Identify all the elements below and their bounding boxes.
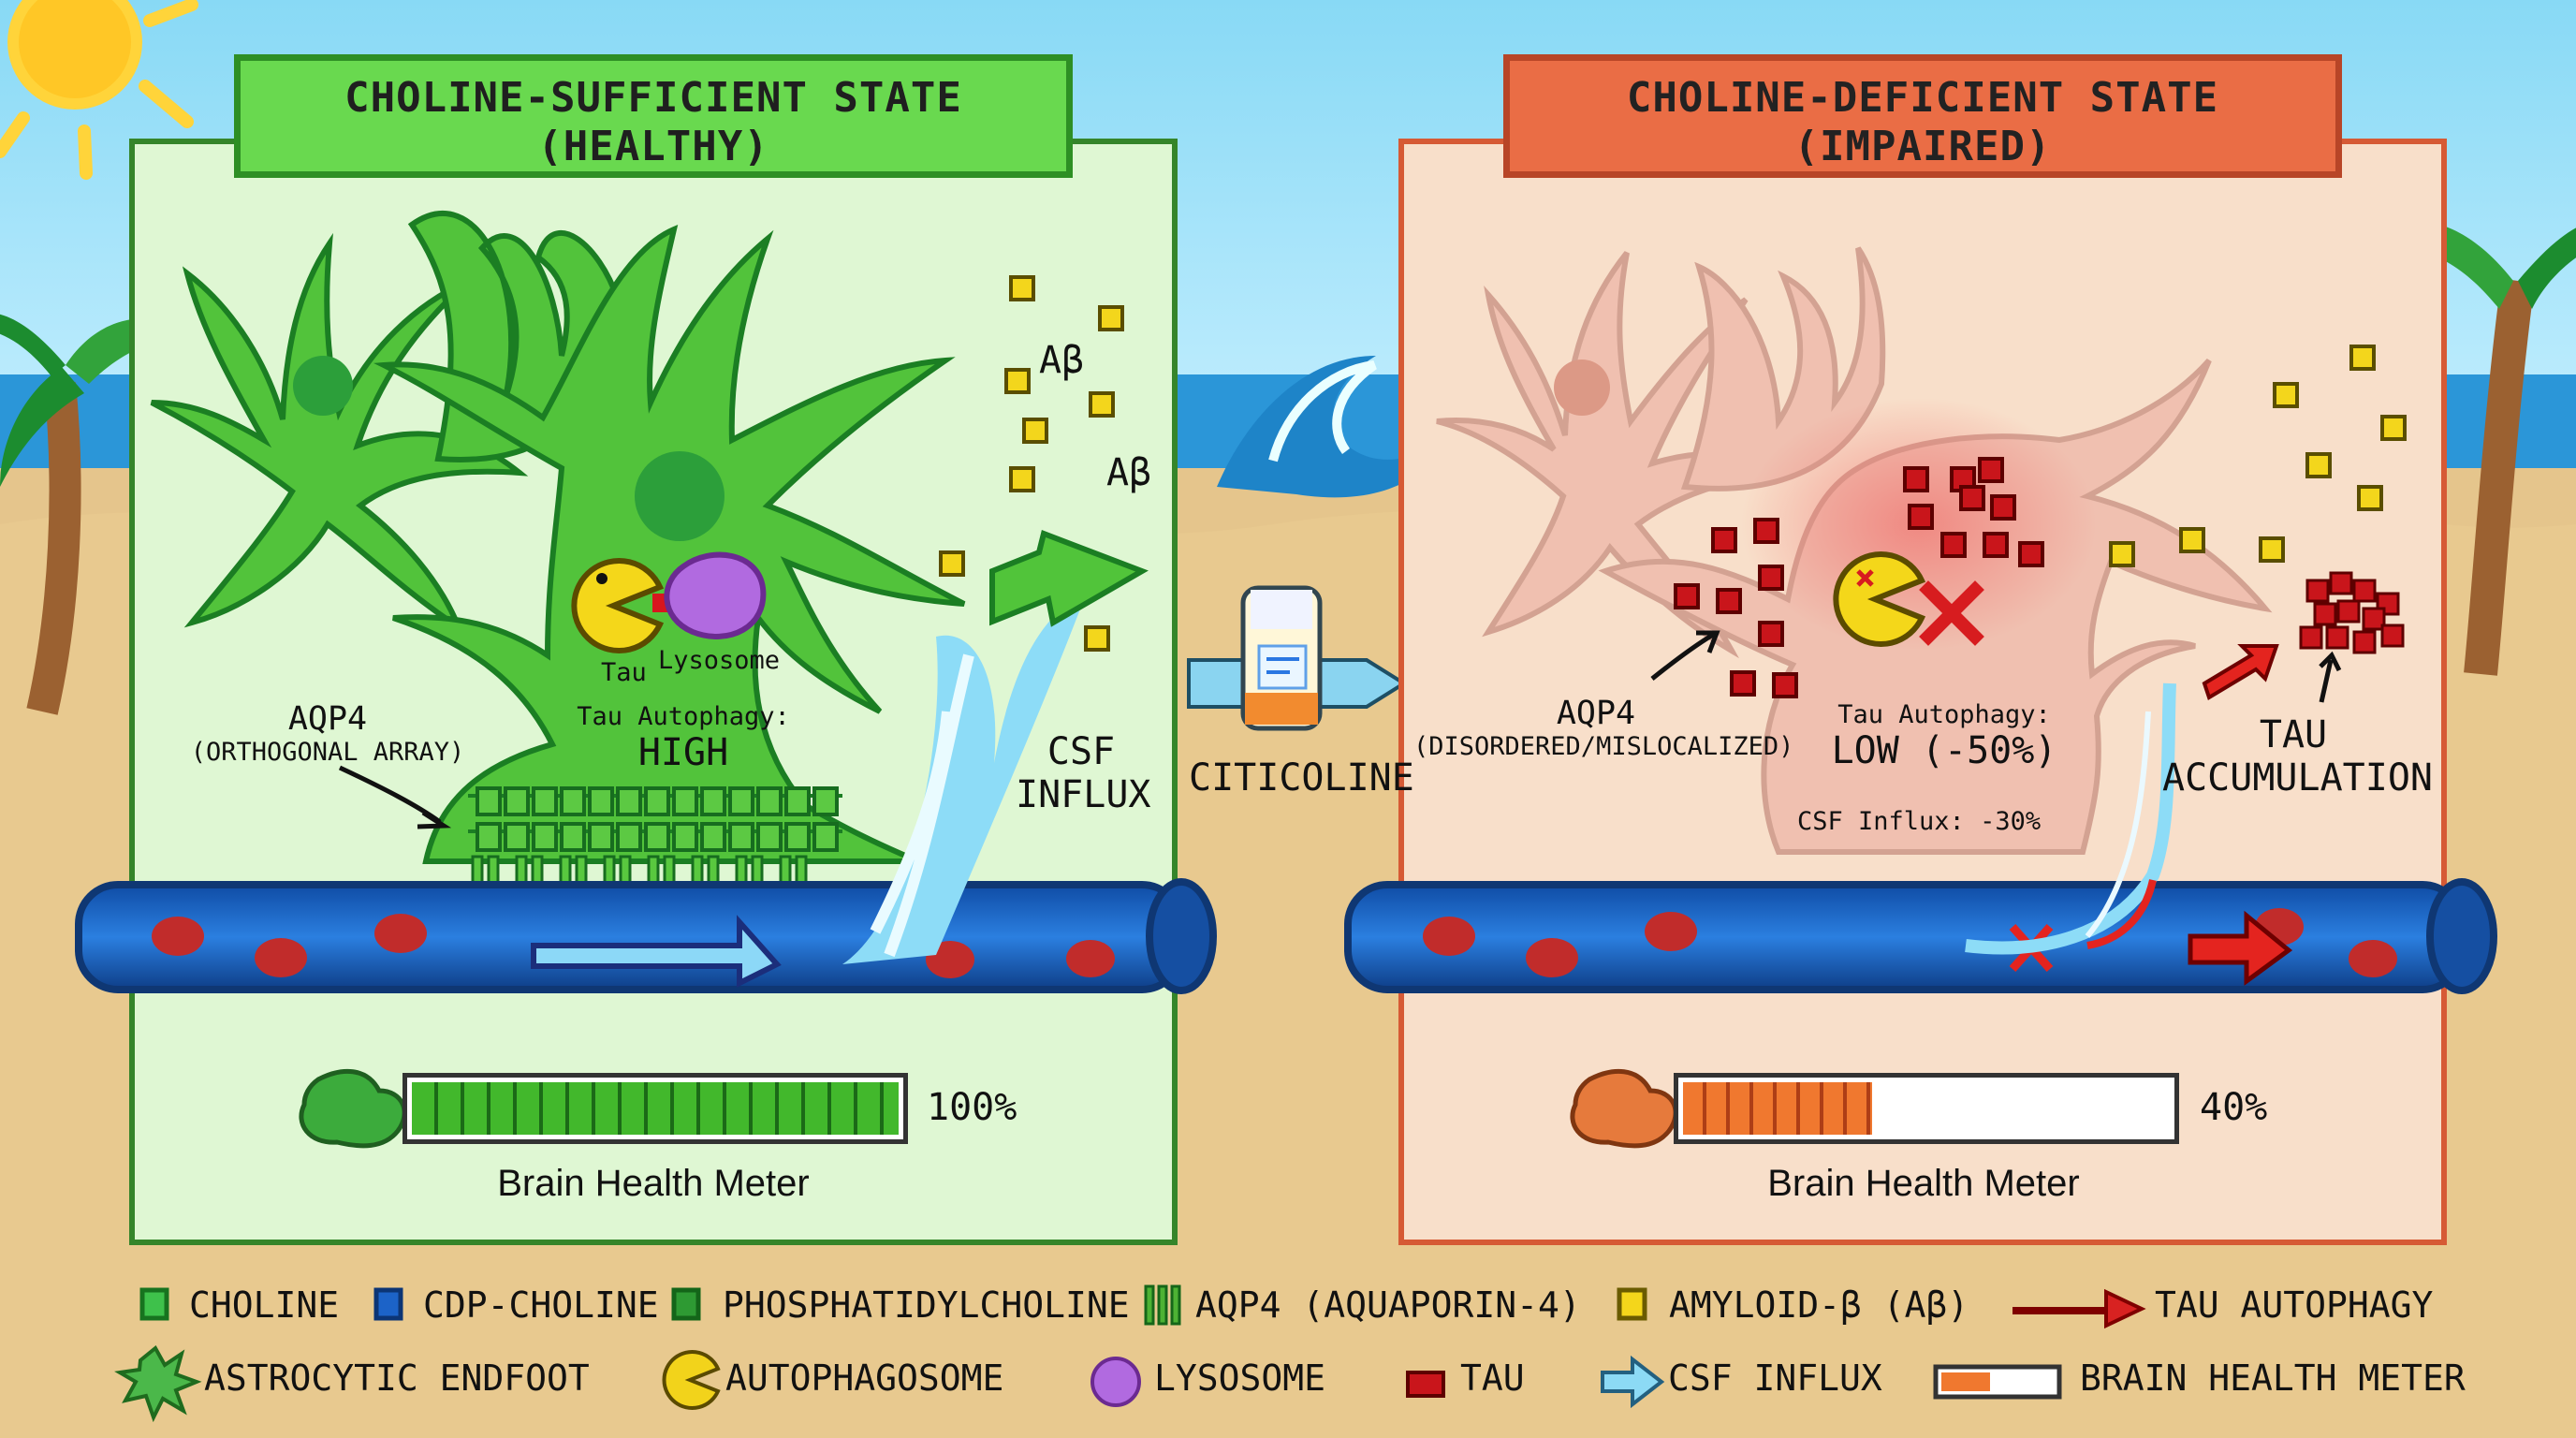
legend-phosphatidylcholine: PHOSPHATIDYLCHOLINE — [723, 1284, 1130, 1326]
blood-vessel — [75, 878, 1217, 994]
legend-tau: TAU — [1460, 1357, 1525, 1399]
astrocyte-cell-icon — [150, 211, 966, 864]
legend-autophagosome: AUTOPHAGOSOME — [725, 1357, 1004, 1399]
healthy-meter-label: Brain Health Meter — [497, 1163, 810, 1204]
healthy-brain-health-meter — [402, 1073, 908, 1144]
legend-lysosome: LYSOSOME — [1154, 1357, 1326, 1399]
brain-icon — [299, 1068, 407, 1149]
healthy-meter-value: 100% — [927, 1086, 1017, 1129]
amyloid-particles-right — [2109, 345, 2407, 567]
aqp4-impaired-label: AQP4 (DISORDERED/MISLOCALIZED) — [1413, 695, 1794, 761]
impaired-meter-label: Brain Health Meter — [1767, 1163, 2080, 1204]
amyloid-label-1: Aβ — [1039, 339, 1085, 382]
legend-icons — [114, 1284, 2146, 1423]
lysosome-label: Lysosome — [658, 646, 781, 675]
tau-particles-right — [1674, 457, 2044, 698]
sun-icon — [0, 0, 198, 180]
csf-influx-effect-label: CSF Influx: -30% — [1797, 807, 2042, 836]
tau-aggregate-icon — [2299, 571, 2405, 654]
autophagy-impaired-label: Tau Autophagy: LOW (-50%) — [1831, 700, 2057, 772]
legend-amyloid: AMYLOID-β (Aβ) — [1669, 1284, 1969, 1326]
impaired-meter-value: 40% — [2200, 1086, 2268, 1129]
impaired-state-title: CHOLINE-DEFICIENT STATE (IMPAIRED) — [1503, 54, 2342, 178]
legend-cdp-choline: CDP-CHOLINE — [423, 1284, 659, 1326]
legend-aqp4: AQP4 (AQUAPORIN-4) — [1195, 1284, 1581, 1326]
brain-icon — [1570, 1068, 1678, 1149]
tau-accumulation-label: TAU ACCUMULATION — [2162, 713, 2433, 800]
impaired-brain-health-meter — [1674, 1073, 2179, 1144]
aqp4-healthy-label: AQP4 (ORTHOGONAL ARRAY) — [190, 700, 465, 767]
legend-astrocytic-endfoot: ASTROCYTIC ENDFOOT — [204, 1357, 590, 1399]
legend-csf-influx: CSF INFLUX — [1668, 1357, 1882, 1399]
healthy-meter-fill — [412, 1082, 899, 1135]
tau-label: Tau — [601, 658, 647, 687]
citicoline-label: CITICOLINE — [1189, 756, 1414, 800]
impaired-meter-fill — [1683, 1082, 1872, 1135]
healthy-state-title: CHOLINE-SUFFICIENT STATE (HEALTHY) — [234, 54, 1073, 178]
legend-brain-health-meter: BRAIN HEALTH METER — [2080, 1357, 2466, 1399]
amyloid-particles-left — [939, 275, 1124, 652]
astrocyte-faded-icon — [1436, 246, 2273, 855]
legend-tau-autophagy: TAU AUTOPHAGY — [2155, 1284, 2434, 1326]
legend-choline: CHOLINE — [189, 1284, 340, 1326]
failed-autophagosome-icon — [1833, 551, 1984, 647]
wave-icon — [1217, 356, 1446, 498]
lysosome-icon — [664, 551, 767, 639]
blood-vessel-impaired — [1344, 878, 2497, 994]
weak-csf-flow — [1965, 644, 2279, 955]
amyloid-label-2: Aβ — [1106, 451, 1152, 494]
autophagy-healthy-label: Tau Autophagy: HIGH — [577, 702, 790, 774]
csf-influx-label: CSF INFLUX — [1016, 730, 1151, 816]
csf-flow — [842, 529, 1149, 964]
medicine-bottle-icon — [1187, 585, 1408, 731]
